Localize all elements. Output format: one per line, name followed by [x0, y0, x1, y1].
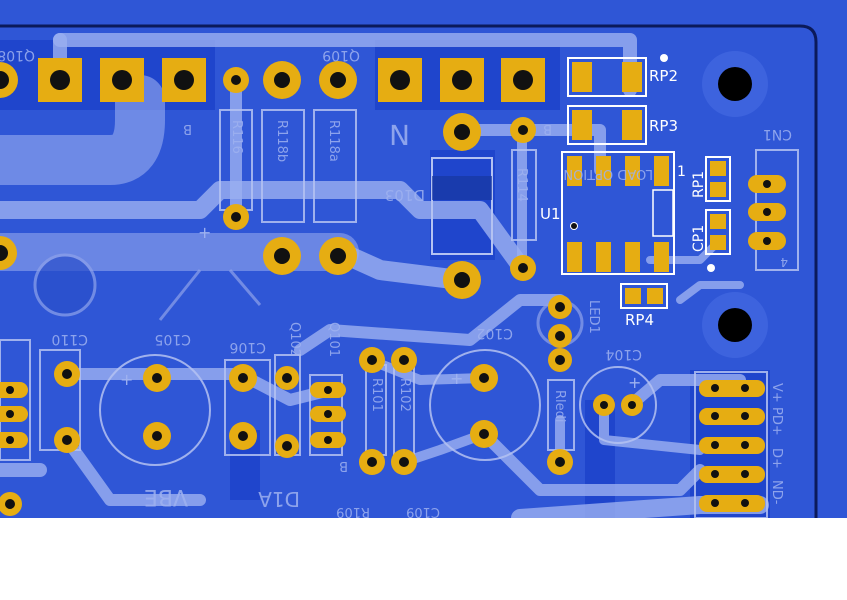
label-rledi: Rledi — [552, 390, 567, 423]
label-q108: Q108 — [0, 47, 35, 63]
label-q101: Q101 — [326, 322, 341, 357]
label-rp2: RP2 — [649, 67, 678, 85]
label-u1: U1 — [540, 205, 561, 223]
bottom-silk-outlines — [0, 109, 799, 518]
label-c110: C110 — [52, 331, 89, 347]
label-cn1: CN1 — [763, 126, 792, 142]
pcb-layout: RP2 RP3 U1 1 RP4 RP1 CP1 Q109 Q108 D103 … — [0, 24, 818, 518]
mounting-holes — [702, 51, 768, 358]
board-outline — [0, 24, 818, 518]
label-load-option: LOAD OPTION — [563, 166, 653, 181]
label-q102: Q102 — [287, 322, 302, 357]
label-d103: D103 — [385, 186, 425, 204]
label-c102: C102 — [477, 325, 514, 341]
label-b2: B — [543, 121, 552, 136]
svg-text:+: + — [198, 223, 211, 242]
smd-parts — [561, 54, 731, 309]
label-led1: LED1 — [586, 300, 601, 334]
label-vbe: VBE — [144, 484, 188, 509]
svg-text:+: + — [628, 373, 641, 392]
polarity-marks: + + + + — [120, 223, 641, 392]
pcb-board: RP2 RP3 U1 1 RP4 RP1 CP1 Q109 Q108 D103 … — [0, 0, 847, 518]
svg-text:+: + — [120, 370, 133, 389]
label-r109: R109 — [336, 504, 370, 518]
label-cn-4: 4 — [780, 255, 788, 269]
label-cn-pd-plus: PD+ — [769, 407, 784, 436]
label-rp1: RP1 — [691, 171, 707, 198]
label-rp3: RP3 — [649, 117, 678, 135]
d103-body — [431, 157, 493, 255]
label-c109: C109 — [406, 504, 440, 518]
label-cn-nd-minus: ND- — [769, 480, 784, 505]
pads — [0, 58, 786, 516]
label-rp4: RP4 — [625, 311, 654, 329]
label-c105: C105 — [155, 331, 192, 347]
label-r118b: R118b — [274, 120, 289, 162]
label-c104: C104 — [605, 346, 642, 362]
label-d1a: D1A — [258, 487, 300, 511]
top-silkscreen: RP2 RP3 U1 1 RP4 RP1 CP1 — [540, 67, 707, 329]
label-r118a: R118a — [326, 120, 341, 162]
label-q109: Q109 — [322, 47, 360, 63]
bottom-silkscreen: Q109 Q108 D103 LOAD OPTION N B B B R116 … — [0, 47, 792, 518]
svg-text:+: + — [450, 369, 463, 388]
label-r116: R116 — [229, 120, 244, 154]
label-b3: B — [339, 458, 348, 473]
label-r101: R101 — [369, 378, 384, 412]
label-b1: B — [183, 121, 192, 136]
label-r102: R102 — [397, 378, 412, 412]
label-cn-d-plus: D+ — [769, 448, 784, 469]
led-transistor-symbols — [33, 253, 584, 347]
label-pin1: 1 — [677, 164, 686, 180]
label-r114: R114 — [514, 168, 529, 202]
label-cn-v-plus: V+ — [769, 383, 784, 403]
label-cp1: CP1 — [691, 225, 707, 252]
label-n: N — [389, 118, 410, 151]
label-c106: C106 — [229, 339, 266, 355]
